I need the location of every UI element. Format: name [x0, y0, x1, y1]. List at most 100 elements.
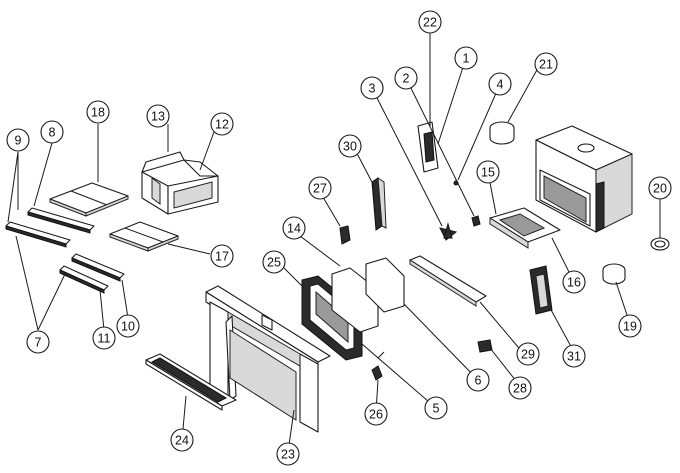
callout-circle [516, 342, 540, 366]
callout-28: 28 [508, 376, 532, 400]
callout-label: 28 [513, 381, 527, 395]
callout-label: 9 [15, 133, 22, 147]
callout-label: 19 [623, 319, 637, 333]
callout-circle [394, 66, 418, 90]
callout-circle [210, 112, 234, 136]
firebox-body [535, 125, 633, 233]
gasket-ring [650, 237, 670, 251]
callout-circle [618, 314, 642, 338]
callout-circle [262, 250, 286, 274]
lower-brick-panel [109, 221, 179, 252]
callout-circle [26, 330, 50, 354]
callout-label: 7 [35, 335, 42, 349]
door-frame [301, 275, 363, 361]
callout-circle [308, 176, 332, 200]
side-panel [529, 265, 553, 315]
callout-label: 3 [369, 81, 376, 95]
callout-circle [86, 100, 110, 124]
leader-lines [7, 26, 661, 453]
upper-bracket [417, 121, 439, 173]
callout-13: 13 [146, 104, 170, 128]
callout-circle [116, 314, 140, 338]
callout-circle [488, 72, 512, 96]
callout-circle [466, 368, 490, 392]
callout-label: 16 [567, 275, 581, 289]
callout-17: 17 [210, 244, 234, 268]
callout-circle [92, 326, 116, 350]
callout-label: 15 [481, 165, 495, 179]
callout-31: 31 [562, 344, 586, 368]
callout-7: 7 [26, 330, 50, 354]
latch [477, 339, 493, 353]
callout-label: 5 [433, 401, 440, 415]
callout-circle [146, 104, 170, 128]
lower-rail-left [59, 265, 109, 294]
callout-label: 12 [215, 117, 229, 131]
lower-rail-right [71, 253, 125, 282]
callout-label: 14 [287, 221, 301, 235]
blower-fan [439, 222, 458, 241]
callout-circle [6, 128, 30, 152]
callout-6: 6 [466, 368, 490, 392]
callout-29: 29 [516, 342, 540, 366]
callout-label: 11 [98, 331, 111, 345]
callout-circle [418, 10, 442, 34]
callout-3: 3 [360, 76, 384, 100]
callout-label: 24 [175, 433, 189, 447]
callout-label: 13 [151, 109, 165, 123]
callout-label: 4 [497, 77, 504, 91]
callout-label: 22 [423, 15, 437, 29]
callout-11: 11 [92, 326, 116, 350]
callout-5: 5 [424, 396, 448, 420]
callout-19: 19 [618, 314, 642, 338]
callout-circle [534, 52, 558, 76]
upper-rail-right [27, 207, 95, 234]
callout-9: 9 [6, 128, 30, 152]
callout-label: 21 [539, 57, 553, 71]
side-baffle [371, 177, 387, 231]
small-fitting [471, 215, 481, 227]
callout-circle [40, 120, 64, 144]
callout-18: 18 [86, 100, 110, 124]
callout-label: 30 [343, 139, 357, 153]
callout-16: 16 [562, 270, 586, 294]
callout-label: 29 [521, 347, 535, 361]
firebrick-liner [141, 151, 219, 215]
callout-label: 8 [49, 125, 56, 139]
callout-15: 15 [476, 160, 500, 184]
door-handle [371, 351, 385, 381]
callout-label: 10 [121, 319, 135, 333]
callout-circle [424, 396, 448, 420]
callout-30: 30 [338, 134, 362, 158]
callout-label: 2 [403, 71, 410, 85]
callout-circle [454, 46, 478, 70]
callout-circle [338, 134, 362, 158]
callout-label: 25 [267, 255, 281, 269]
callout-21: 21 [534, 52, 558, 76]
mounting-clip [339, 225, 351, 245]
door-glass-outer [365, 257, 405, 313]
callout-label: 20 [653, 181, 667, 195]
callout-circle [476, 160, 500, 184]
callout-26: 26 [364, 402, 388, 426]
callout-4: 4 [488, 72, 512, 96]
callout-label: 26 [369, 407, 383, 421]
callout-label: 27 [313, 181, 327, 195]
callout-24: 24 [170, 428, 194, 452]
callout-label: 17 [215, 249, 229, 263]
callout-circle [508, 376, 532, 400]
callout-circle [562, 344, 586, 368]
top-trim-bar [409, 255, 487, 307]
outlet-collar [602, 263, 626, 285]
callout-1: 1 [454, 46, 478, 70]
callout-circle [276, 442, 300, 466]
upper-rail-left [5, 221, 71, 248]
callout-27: 27 [308, 176, 332, 200]
callout-label: 6 [475, 373, 482, 387]
callout-label: 31 [567, 349, 581, 363]
callout-25: 25 [262, 250, 286, 274]
callout-23: 23 [276, 442, 300, 466]
callout-circle [360, 76, 384, 100]
